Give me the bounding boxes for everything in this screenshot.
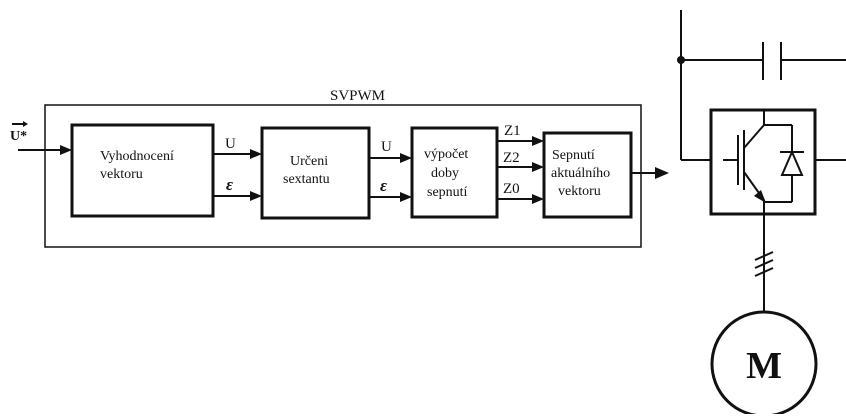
block-vypocet-line1: výpočet (424, 147, 468, 162)
igbt-module (709, 108, 817, 216)
block-vyhodnoceni-line1: Vyhodnocení (100, 149, 174, 164)
block-sepnuti-line3: vektoru (558, 184, 601, 199)
motor-label: M (746, 345, 782, 387)
signal-z0: Z0 (503, 181, 520, 197)
three-phase-line (754, 214, 774, 320)
signal-eps-2: ε (380, 176, 387, 195)
block-vyhodnoceni-line2: vektoru (100, 167, 143, 182)
block-vypocet-line2: doby (431, 166, 459, 181)
block-urceni-line2: sextantu (283, 172, 330, 187)
signal-u-1: U (225, 136, 236, 152)
svpwm-title: SVPWM (330, 88, 385, 104)
block-sepnuti-aktualniho-vektoru: Sepnutí aktuálního vektoru (542, 131, 633, 219)
signal-z1: Z1 (504, 123, 521, 139)
signals-stage-3: Z1 Z2 Z0 (497, 123, 544, 204)
block-vypocet-doby-sepnuti: výpočet doby sepnutí (410, 126, 499, 219)
input-label: U* (10, 129, 27, 144)
dc-bus-capacitor (677, 10, 846, 161)
block-vypocet-line3: sepnutí (427, 185, 468, 200)
input-vector: U* (10, 121, 72, 155)
svpwm-frame (44, 104, 642, 248)
block-urceni-line1: Určeni (290, 154, 328, 169)
output-arrow (631, 167, 669, 179)
block-vyhodnoceni-vektoru: Vyhodnocení vektoru (70, 123, 215, 218)
block-urceni-sextantu: Určeni sextantu (260, 126, 371, 220)
signal-u-2: U (381, 139, 392, 155)
signals-stage-1: U ε (213, 136, 262, 201)
block-sepnuti-line1: Sepnutí (552, 148, 595, 163)
signal-eps-1: ε (226, 175, 233, 194)
signal-z2: Z2 (503, 150, 520, 166)
signals-stage-2: U ε (369, 139, 412, 202)
motor: M (710, 310, 818, 418)
block-sepnuti-line2: aktuálního (551, 166, 610, 181)
